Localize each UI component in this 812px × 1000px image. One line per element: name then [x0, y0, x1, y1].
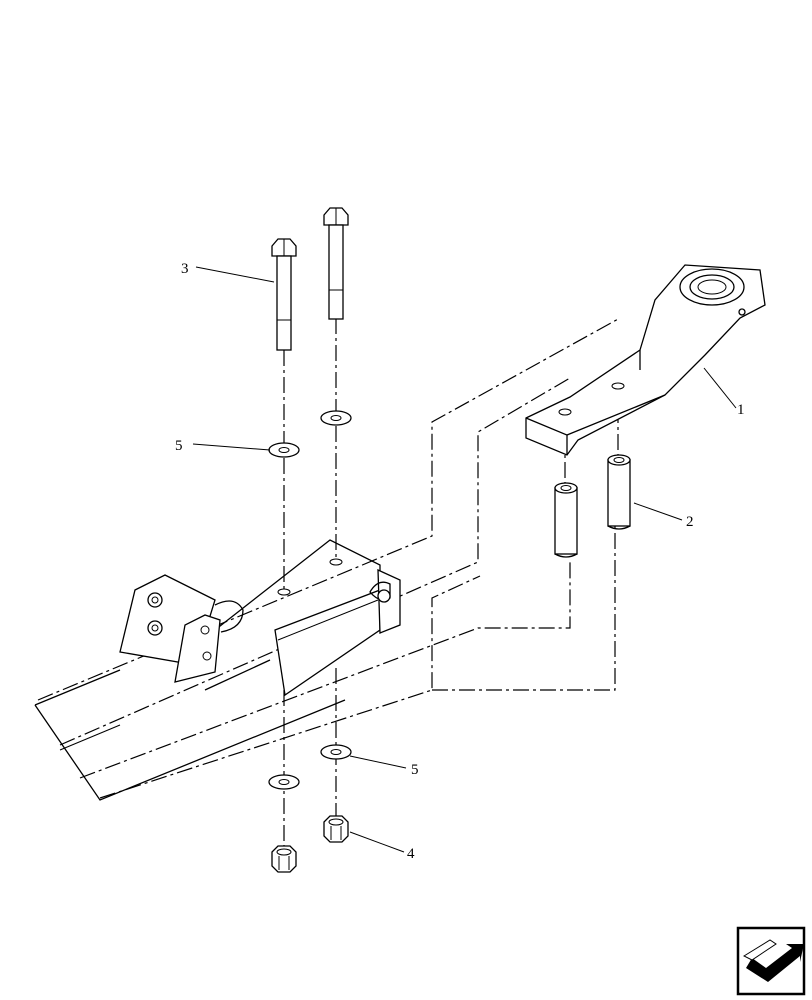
nut-left [271, 845, 297, 873]
hitch-bracket [119, 574, 244, 683]
bolt-right [323, 207, 349, 320]
next-page-arrow-icon[interactable] [736, 926, 806, 996]
callout-5-bottom: 5 [411, 762, 419, 778]
bushing-right [607, 454, 631, 530]
callout-3: 3 [181, 261, 189, 277]
callout-2: 2 [686, 514, 694, 530]
assembly-centerlines [37, 317, 621, 850]
bushing-left [554, 482, 578, 558]
washer-bottom-right [320, 744, 352, 760]
drawbar-tube [34, 539, 401, 801]
nut-right [323, 815, 349, 843]
callout-5-top: 5 [175, 438, 183, 454]
offset-arm [525, 264, 766, 456]
leader-lines [192, 266, 737, 853]
callout-4: 4 [407, 846, 415, 862]
bolt-left [271, 238, 297, 351]
washer-top-left [268, 442, 300, 458]
callout-1: 1 [737, 402, 745, 418]
washer-bottom-left [268, 774, 300, 790]
washer-top-right [320, 410, 352, 426]
